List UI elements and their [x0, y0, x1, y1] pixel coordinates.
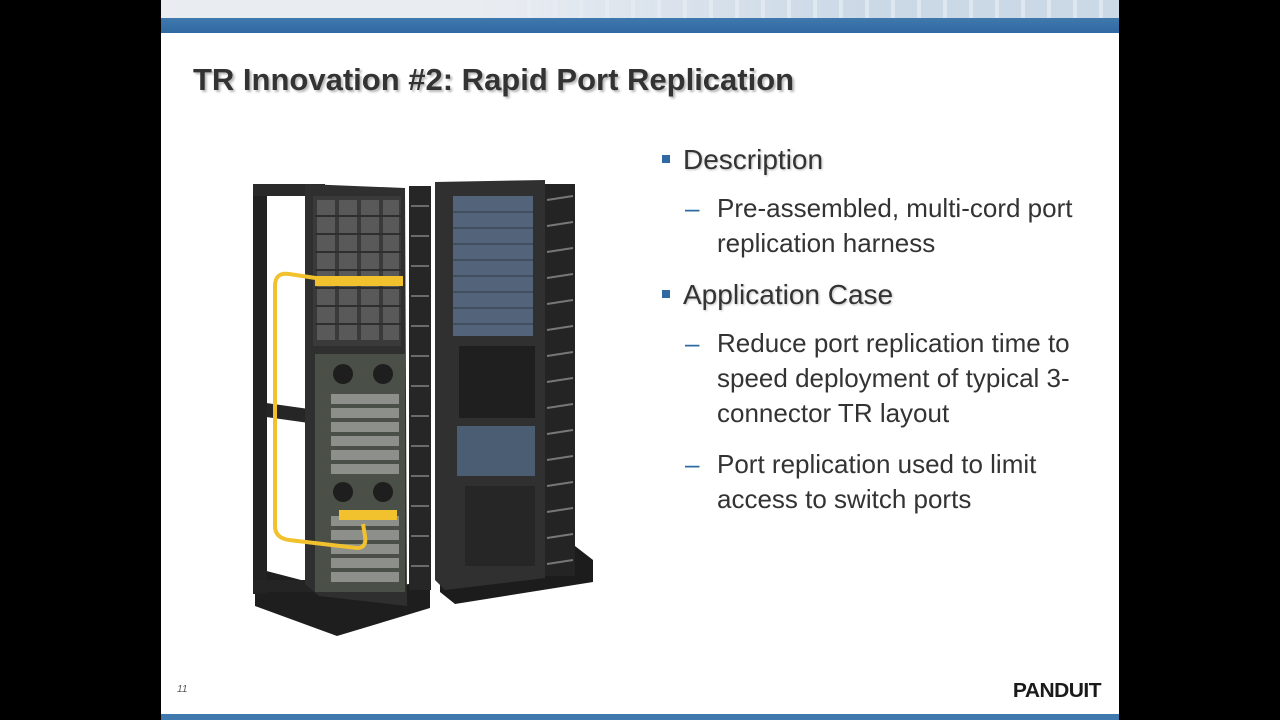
- sub-bullet-text: Pre-assembled, multi-cord port replicati…: [717, 193, 1073, 258]
- bullet-square-icon: [662, 155, 670, 163]
- header-bar: [161, 0, 1119, 33]
- bullet-square-icon: [662, 290, 670, 298]
- dash-icon: –: [685, 449, 700, 479]
- sub-bullet-text: Port replication used to limit access to…: [717, 449, 1037, 514]
- sub-bullet: – Reduce port replication time to speed …: [659, 326, 1087, 431]
- sub-bullet: – Port replication used to limit access …: [659, 447, 1087, 517]
- sub-bullet-text: Reduce port replication time to speed de…: [717, 328, 1070, 428]
- dash-icon: –: [685, 193, 700, 223]
- bullet-heading-description: Description: [659, 142, 1099, 178]
- bullet-heading-application-case: Application Case: [659, 277, 1099, 313]
- network-rack-illustration: [253, 180, 593, 636]
- footer-bar: [161, 714, 1119, 720]
- bullet-list: Description – Pre-assembled, multi-cord …: [659, 142, 1099, 533]
- slide-title: TR Innovation #2: Rapid Port Replication: [193, 62, 795, 97]
- dash-icon: –: [685, 328, 700, 358]
- header-tiles: [479, 0, 1119, 18]
- bullet-heading-text: Description: [683, 144, 824, 175]
- sub-bullet: – Pre-assembled, multi-cord port replica…: [659, 191, 1087, 261]
- panduit-logo: PANDUIT: [1012, 680, 1102, 702]
- bullet-heading-text: Application Case: [683, 279, 894, 310]
- page-number: 11: [177, 684, 188, 695]
- slide: TR Innovation #2: Rapid Port Replication: [161, 0, 1119, 720]
